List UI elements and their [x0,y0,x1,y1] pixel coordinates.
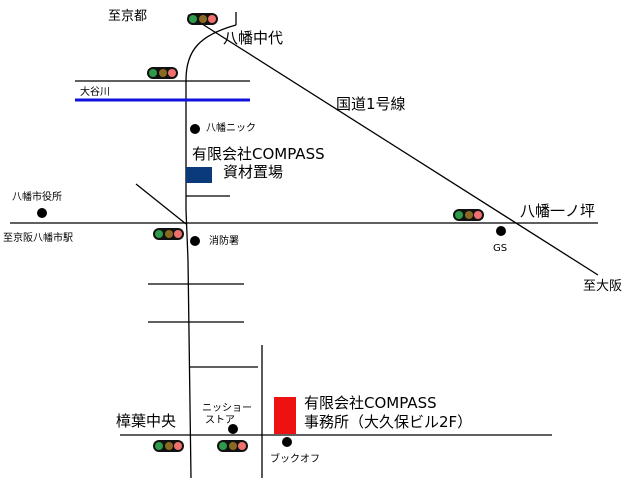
label-nissho-line2: ストア [205,415,235,426]
road-route1 [187,14,599,276]
label-nissho-line1: ニッショー [202,403,252,414]
traffic-signal-icon [153,440,184,452]
road-junction-diagonal [135,183,187,225]
label-shouyou-chuou: 樟葉中央 [116,412,177,430]
label-yawata-nakadai: 八幡中代 [223,29,284,47]
label-gs: GS [493,243,508,254]
label-city-hall: 八幡市役所 [12,192,62,203]
label-to-osaka: 至大阪 [583,279,623,294]
label-compass-office-name: 有限会社COMPASS [304,394,437,412]
label-yawata-ichinotsubo: 八幡一ノ坪 [520,202,596,220]
road-main-vertical [185,24,237,479]
traffic-signal-icon [187,13,218,25]
traffic-signal-icon [217,440,248,452]
label-storage: 資材置場 [223,163,284,181]
label-route1: 国道1号線 [336,95,406,113]
traffic-signal-icon [153,228,184,240]
landmark-city-hall-dot [37,208,47,218]
label-office: 事務所（大久保ビル2F） [304,413,473,431]
landmark-yawata-nick-dot [190,124,200,134]
traffic-signal-icon [147,67,178,79]
label-to-kyoto: 至京都 [108,9,148,24]
label-fire-station: 消防署 [209,236,239,247]
landmark-nissho-store-dot [228,424,238,434]
label-to-yawatashi-station: 至京阪八幡市駅 [3,233,73,244]
label-yawata-nick: 八幡ニック [206,123,256,134]
landmark-bookoff-dot [282,437,292,447]
storage-marker [186,167,212,183]
landmark-fire-station-dot [190,236,200,246]
landmark-gs-dot [496,226,506,236]
label-compass-storage-name: 有限会社COMPASS [192,145,325,163]
traffic-signal-icon [453,209,484,221]
office-marker [274,397,296,434]
label-bookoff: ブックオフ [270,454,320,465]
label-ootani-river: 大谷川 [80,87,110,98]
